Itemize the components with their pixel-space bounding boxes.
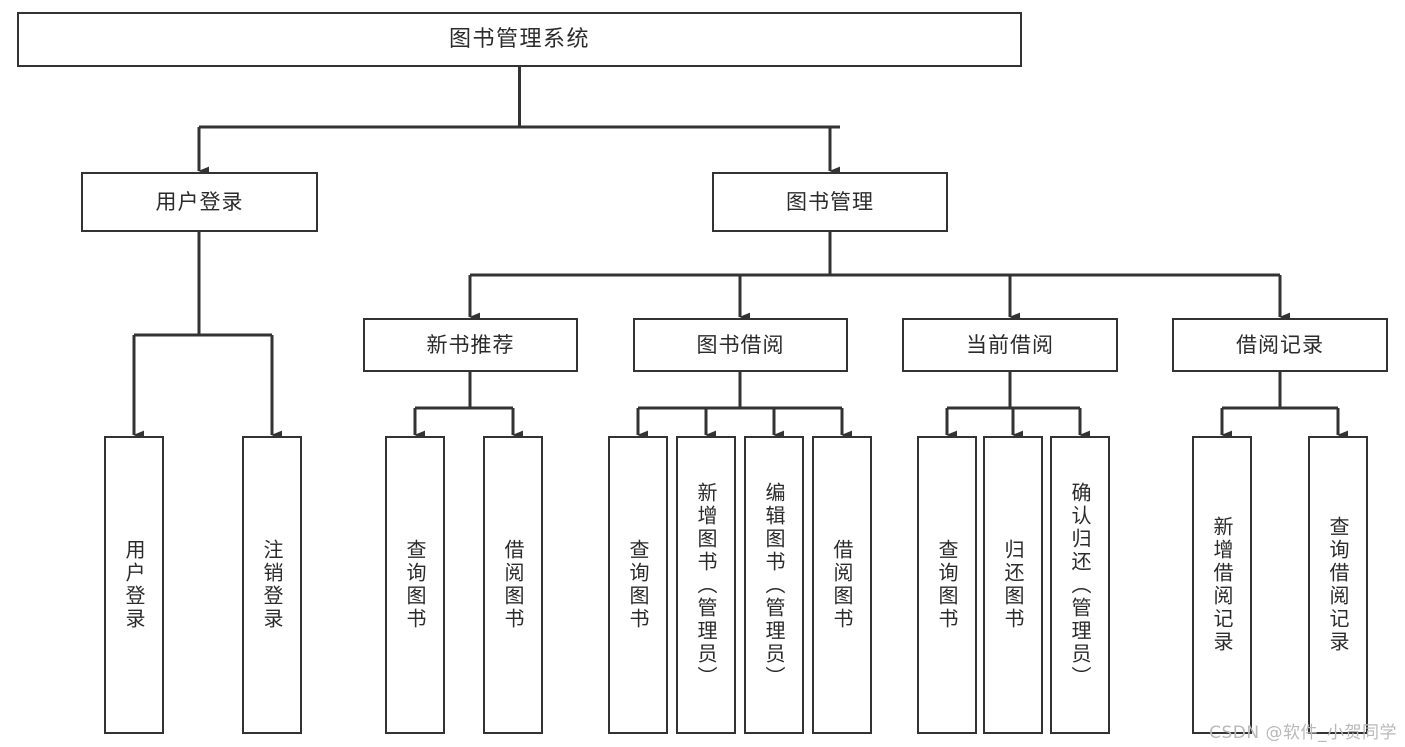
node-label: 新书推荐: [426, 332, 515, 357]
leaf-current-borrow-confirm-return[interactable]: 确认归还（管理员）: [1050, 436, 1110, 734]
node-label: 确认归还（管理员）: [1068, 481, 1092, 689]
node-label: 借阅图书: [501, 539, 525, 631]
leaf-book-borrow-edit[interactable]: 编辑图书（管理员）: [744, 436, 804, 734]
leaf-book-borrow-query[interactable]: 查询图书: [608, 436, 668, 734]
node-borrow-record[interactable]: 借阅记录: [1172, 318, 1388, 372]
node-label: 查询图书: [935, 539, 959, 631]
leaf-borrow-record-query[interactable]: 查询借阅记录: [1308, 436, 1368, 734]
leaf-new-book-query[interactable]: 查询图书: [385, 436, 445, 734]
node-book-borrow[interactable]: 图书借阅: [633, 318, 848, 372]
node-label: 注销登录: [260, 539, 284, 631]
node-label: 图书管理系统: [448, 26, 590, 52]
leaf-user-login-login[interactable]: 用户登录: [104, 436, 164, 734]
leaf-current-borrow-return[interactable]: 归还图书: [983, 436, 1043, 734]
csdn-watermark: CSDN @软件_小贺同学: [1209, 723, 1397, 743]
node-label: 编辑图书（管理员）: [762, 481, 786, 689]
node-new-book-recommend[interactable]: 新书推荐: [363, 318, 578, 372]
node-label: 查询图书: [403, 539, 427, 631]
node-label: 用户登录: [122, 539, 146, 631]
leaf-user-login-logout[interactable]: 注销登录: [242, 436, 302, 734]
node-book-management[interactable]: 图书管理: [712, 172, 948, 232]
node-current-borrow[interactable]: 当前借阅: [902, 318, 1118, 372]
node-label: 查询图书: [626, 539, 650, 631]
node-root-system[interactable]: 图书管理系统: [17, 12, 1022, 67]
node-label: 图书管理: [786, 189, 874, 214]
node-label: 用户登录: [155, 189, 244, 214]
node-label: 查询借阅记录: [1326, 516, 1350, 654]
leaf-book-borrow-add[interactable]: 新增图书（管理员）: [676, 436, 736, 734]
node-user-login[interactable]: 用户登录: [81, 172, 318, 232]
node-label: 借阅记录: [1236, 332, 1324, 357]
node-label: 图书借阅: [696, 332, 785, 357]
node-label: 新增图书（管理员）: [694, 481, 718, 689]
node-label: 新增借阅记录: [1210, 516, 1234, 654]
leaf-new-book-borrow[interactable]: 借阅图书: [483, 436, 543, 734]
leaf-book-borrow-borrow[interactable]: 借阅图书: [812, 436, 872, 734]
node-label: 当前借阅: [966, 332, 1054, 357]
leaf-current-borrow-query[interactable]: 查询图书: [917, 436, 977, 734]
node-label: 归还图书: [1001, 539, 1025, 631]
leaf-borrow-record-add[interactable]: 新增借阅记录: [1192, 436, 1252, 734]
node-label: 借阅图书: [830, 539, 854, 631]
